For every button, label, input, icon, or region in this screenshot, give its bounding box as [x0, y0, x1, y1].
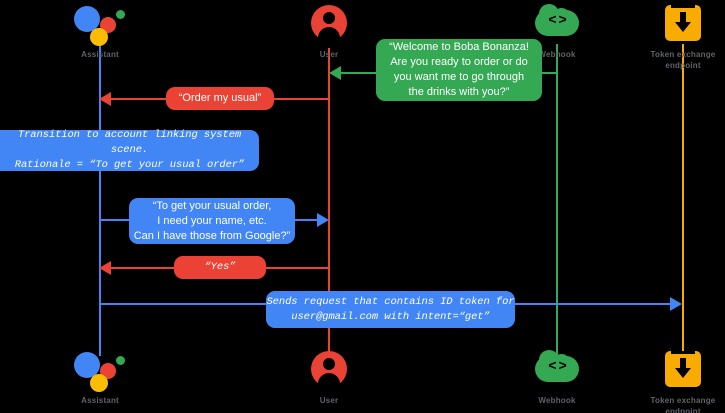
user-avatar-icon	[269, 348, 389, 394]
message-bubble-transition-note: Transition to account linking system sce…	[0, 129, 259, 171]
message-bubble-welcome: “Welcome to Boba Bonanza! Are you ready …	[376, 39, 542, 101]
lifeline-assistant	[99, 44, 101, 356]
lifeline-token-endpoint	[682, 44, 684, 356]
assistant-dot-green	[116, 356, 125, 365]
actor-user-bottom: User	[269, 348, 389, 406]
actor-label-user: User	[319, 50, 339, 59]
user-avatar-head	[323, 358, 335, 370]
actor-label-webhook: Webhook	[538, 50, 576, 59]
token-box-top-line	[671, 351, 695, 354]
actor-token-endpoint-top: Token exchange endpoint	[623, 2, 725, 71]
cloud-bump2	[553, 8, 570, 25]
actor-webhook-bottom: < > Webhook	[497, 348, 617, 406]
download-arrow-head	[675, 22, 691, 32]
lifeline-webhook	[556, 44, 558, 356]
download-arrow-stem	[680, 358, 686, 370]
token-box-top-line	[671, 5, 695, 8]
download-box-icon	[623, 2, 725, 46]
message-bubble-sends-request: Sends request that contains ID token for…	[266, 291, 515, 328]
google-assistant-icon	[40, 2, 160, 46]
user-avatar-mask	[309, 384, 349, 394]
assistant-dot-blue	[74, 6, 100, 32]
actor-token-endpoint-bottom: Token exchange endpoint	[623, 348, 725, 413]
assistant-dot-blue	[74, 352, 100, 378]
arrow-head-welcome	[329, 66, 341, 80]
assistant-dot-yellow	[90, 28, 108, 46]
cloud-bump2	[553, 354, 570, 371]
cloud-code-icon: < >	[497, 348, 617, 392]
assistant-dot-yellow	[90, 374, 108, 392]
actor-assistant-bottom: Assistant	[40, 348, 160, 406]
arrow-head-order-my-usual	[99, 92, 111, 106]
actor-label-token-endpoint: Token exchange endpoint	[650, 50, 716, 70]
download-box-icon	[623, 348, 725, 392]
actor-assistant-top: Assistant	[40, 2, 160, 60]
assistant-dot-green	[116, 10, 125, 19]
message-bubble-ask-for-name: “To get your usual order, I need your na…	[129, 198, 295, 244]
message-bubble-yes: “Yes”	[174, 256, 266, 279]
code-brackets-icon: < >	[548, 357, 566, 373]
google-assistant-icon	[40, 348, 160, 392]
download-arrow-stem	[680, 12, 686, 24]
actor-label-token-endpoint: Token exchange endpoint	[650, 396, 716, 413]
user-avatar-mask	[309, 38, 349, 48]
user-avatar-head	[323, 12, 335, 24]
download-arrow-head	[675, 368, 691, 378]
arrow-head-yes	[99, 261, 111, 275]
actor-label-user: User	[319, 396, 339, 405]
code-brackets-icon: < >	[548, 11, 566, 27]
arrow-head-ask-for-name	[317, 213, 329, 227]
actor-label-assistant: Assistant	[81, 396, 119, 405]
actor-user-top: User	[269, 2, 389, 60]
lifeline-user	[328, 44, 330, 356]
actor-label-webhook: Webhook	[538, 396, 576, 405]
actor-webhook-top: < > Webhook	[497, 2, 617, 60]
message-bubble-order-my-usual: “Order my usual”	[166, 87, 274, 110]
actor-label-assistant: Assistant	[81, 50, 119, 59]
cloud-code-icon: < >	[497, 2, 617, 46]
arrow-head-sends-request	[670, 297, 682, 311]
user-avatar-icon	[269, 2, 389, 48]
